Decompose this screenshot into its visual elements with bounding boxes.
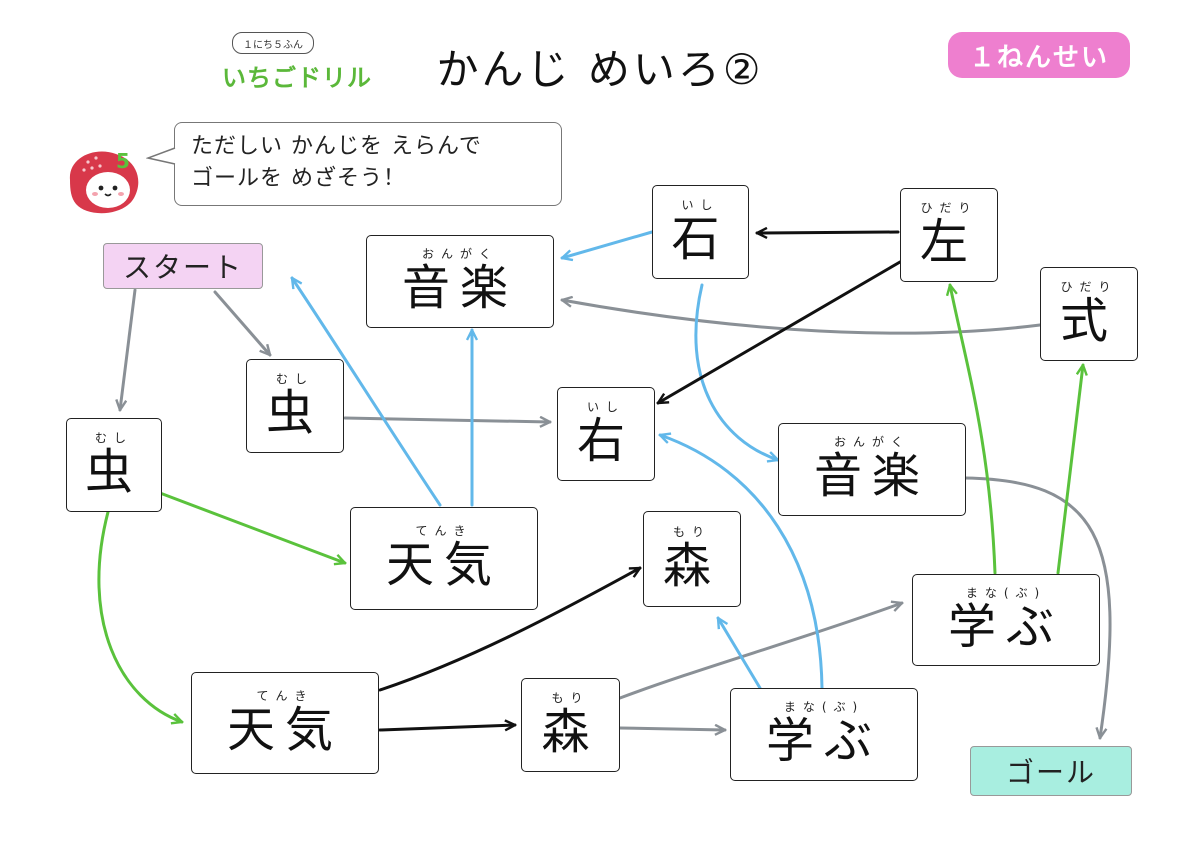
kanji-ruby: まな(ぶ) — [965, 585, 1047, 600]
arrow-start-to-mushi2 — [213, 290, 270, 355]
kanji-text: 音楽 — [401, 260, 518, 316]
kanji-text: 左 — [919, 213, 978, 270]
kanji-text: 虫 — [84, 443, 143, 500]
kanji-text: 学ぶ — [947, 598, 1064, 655]
logo-name: いちごドリル — [222, 64, 372, 92]
arrow-hidari-to-ishi — [755, 232, 900, 233]
kanji-box-ishi-top[interactable]: いし 石 — [652, 185, 749, 279]
kanji-ruby: むし — [94, 430, 133, 445]
arrow-mushi2-to-migi — [343, 418, 552, 422]
goal-label: ゴール — [970, 746, 1132, 796]
bubble-tail — [146, 147, 176, 165]
arrow-mori-to-manabu2 — [618, 728, 727, 730]
kanji-text: 虫 — [265, 384, 324, 441]
page-title: かんじ めいろ② — [436, 45, 764, 94]
kanji-text: 森 — [662, 537, 721, 594]
instruction-line-2: ゴールを めざそう！ — [191, 166, 406, 191]
brand-logo: １にち５ふん いちごドリル — [222, 32, 382, 96]
kanji-ruby: おんがく — [421, 247, 498, 261]
kanji-ruby: まな(ぶ) — [783, 700, 865, 714]
kanji-text: 音楽 — [813, 448, 930, 504]
arrow-manabu-to-mori — [716, 618, 762, 690]
kanji-box-shiki[interactable]: ひだり 式 — [1040, 267, 1138, 361]
kanji-ruby: もり — [551, 690, 590, 705]
kanji-box-ongaku-mid[interactable]: おんがく 音楽 — [778, 423, 966, 516]
logo-tagline: １にち５ふん — [232, 32, 314, 54]
kanji-ruby: いし — [586, 399, 625, 414]
kanji-box-mushi-small[interactable]: むし 虫 — [246, 359, 344, 453]
kanji-box-manabu-bottom[interactable]: まな(ぶ) 学ぶ — [730, 688, 918, 781]
kanji-text: 学ぶ — [765, 713, 882, 769]
kanji-box-mushi[interactable]: むし 虫 — [66, 418, 162, 512]
kanji-text: 森 — [541, 703, 600, 760]
arrow-manabu-to-shiki — [1056, 365, 1083, 575]
kanji-box-migi[interactable]: いし 右 — [557, 387, 655, 481]
kanji-ruby: てんき — [256, 688, 314, 703]
arrow-ishi-to-ongaku2 — [694, 283, 778, 460]
grade-badge: １ねんせい — [948, 32, 1130, 78]
kanji-box-tenki-bottom[interactable]: てんき 天気 — [191, 672, 379, 774]
arrow-tenki-to-ongaku — [290, 278, 442, 507]
arrow-mushi-to-tenki-bot — [97, 510, 182, 722]
instruction-bubble: ただしい かんじを えらんで ゴールを めざそう！ — [174, 122, 562, 206]
kanji-ruby: てんき — [415, 524, 473, 538]
kanji-ruby: もり — [672, 524, 711, 539]
kanji-text: 右 — [576, 412, 635, 469]
arrow-manabu-to-migi — [660, 435, 824, 690]
kanji-text: 天気 — [385, 537, 502, 593]
arrow-shiki-to-ongaku — [562, 300, 1042, 335]
kanji-box-hidari[interactable]: ひだり 左 — [900, 188, 998, 282]
kanji-box-mori-bottom[interactable]: もり 森 — [521, 678, 620, 772]
start-label: スタート — [103, 243, 263, 289]
kanji-ruby: おんがく — [833, 435, 910, 449]
arrow-manabu-to-hidari — [950, 285, 997, 575]
arrow-hidari-to-migi — [658, 260, 902, 405]
kanji-box-tenki-mid[interactable]: てんき 天気 — [350, 507, 538, 610]
arrow-ongaku-to-goal — [963, 476, 1112, 738]
kanji-box-ongaku-top[interactable]: おんがく 音楽 — [366, 235, 554, 328]
kanji-ruby: ひだり — [920, 200, 978, 215]
arrow-mori-to-manabu — [618, 603, 902, 700]
kanji-ruby: むし — [275, 371, 314, 386]
kanji-text: 式 — [1059, 292, 1118, 349]
mascot-number: 5 — [116, 149, 130, 173]
strawberry-mascot-icon: 5 — [69, 149, 139, 214]
arrow-tenki-to-mori — [378, 566, 640, 692]
kanji-ruby: いし — [681, 197, 720, 212]
arrow-tenki-to-mori2 — [378, 725, 517, 732]
kanji-text: 天気 — [226, 701, 343, 758]
kanji-box-mori-mid[interactable]: もり 森 — [643, 511, 741, 607]
kanji-box-manabu-right[interactable]: まな(ぶ) 学ぶ — [912, 574, 1100, 666]
arrow-ishi-to-ongaku — [562, 230, 654, 258]
kanji-text: 石 — [671, 210, 730, 267]
arrow-start-to-mushi — [120, 288, 137, 410]
kanji-ruby: ひだり — [1060, 279, 1118, 294]
arrow-mushi-to-tenki — [158, 491, 345, 563]
instruction-line-1: ただしい かんじを えらんで — [191, 134, 482, 159]
